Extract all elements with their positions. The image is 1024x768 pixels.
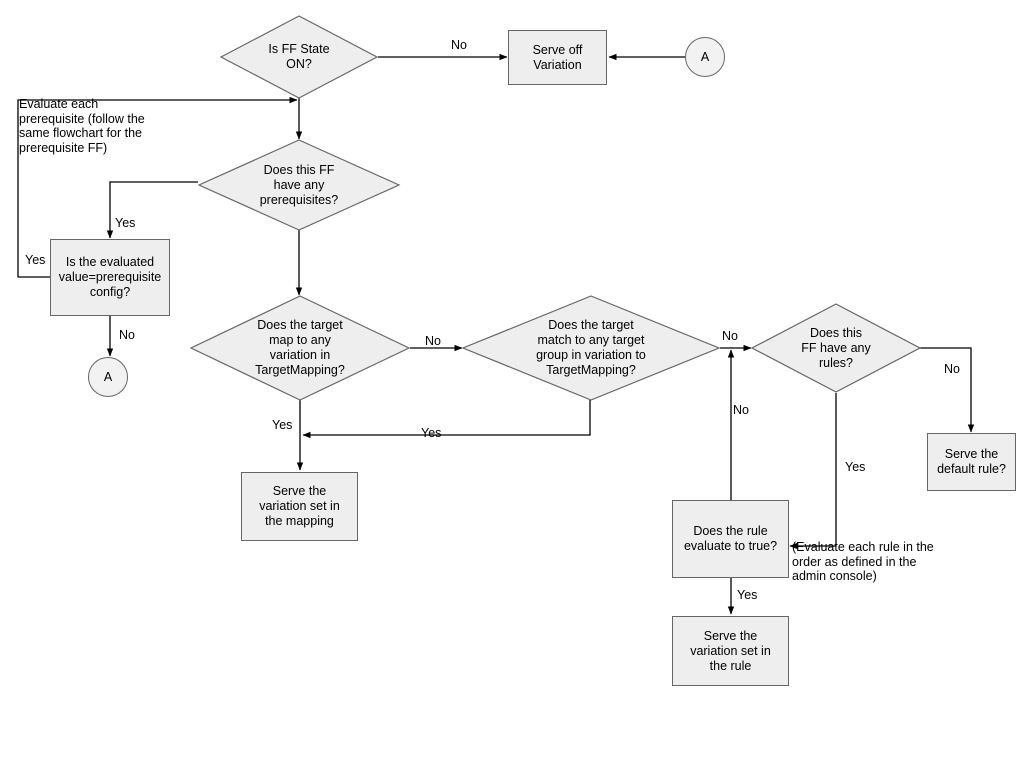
process-serve-variation-set-in-rule-label: Serve the variation set in the rule bbox=[690, 628, 771, 673]
process-serve-variation-set-in-mapping-label: Serve the variation set in the mapping bbox=[259, 484, 340, 528]
decision-target-map-to-variation[interactable]: Does the target map to any variation in … bbox=[189, 295, 411, 401]
process-serve-off-variation[interactable]: Serve off Variation bbox=[508, 30, 607, 85]
process-is-evaluated-value-prerequisite-config-label: Is the evaluated value=prerequisite conf… bbox=[58, 255, 162, 299]
diamond-shape bbox=[189, 295, 411, 401]
process-serve-variation-set-in-rule[interactable]: Serve the variation set in the rule bbox=[672, 616, 789, 686]
edge-label-targetgroup-yes: Yes bbox=[421, 426, 442, 440]
decision-target-map-to-variation-label: Does the target map to any variation in … bbox=[255, 318, 345, 377]
process-does-rule-evaluate-to-true[interactable]: Does the rule evaluate to true? bbox=[672, 500, 789, 578]
connector-a-top-label: A bbox=[700, 49, 710, 64]
edge-label-rule-false-no: No bbox=[733, 403, 749, 417]
diamond-shape bbox=[219, 15, 379, 99]
edge-label-targetmap-yes: Yes bbox=[272, 418, 293, 432]
decision-has-rules-label: Does this FF have any rules? bbox=[801, 325, 871, 370]
decision-target-group-match-label: Does the target match to any target grou… bbox=[536, 318, 646, 377]
diamond-shape bbox=[750, 303, 922, 393]
edge-rules-yes-to-ruletrue bbox=[789, 393, 837, 550]
edge-label-rules-yes: Yes bbox=[845, 460, 866, 474]
edge-label-ffstate-no: No bbox=[451, 38, 467, 52]
note-rule-order: (Evaluate each rule in the order as defi… bbox=[792, 540, 934, 583]
decision-has-prerequisites[interactable]: Does this FF have any prerequisites? bbox=[197, 139, 401, 231]
process-serve-default-rule[interactable]: Serve the default rule? bbox=[927, 433, 1016, 491]
decision-is-ff-state-on-label: Is FF State ON? bbox=[268, 42, 330, 71]
edge-label-rule-true-yes: Yes bbox=[737, 588, 758, 602]
edge-label-targetmap-no: No bbox=[425, 334, 441, 348]
note-prerequisite-evaluation: Evaluate each prerequisite (follow the s… bbox=[19, 97, 145, 155]
edge-targetgroup-yes-to-trunk bbox=[302, 400, 591, 439]
decision-is-ff-state-on[interactable]: Is FF State ON? bbox=[219, 15, 379, 99]
connector-a-bottom[interactable]: A bbox=[88, 357, 128, 397]
process-is-evaluated-value-prerequisite-config[interactable]: Is the evaluated value=prerequisite conf… bbox=[50, 239, 170, 316]
edge-label-targetgroup-no: No bbox=[722, 329, 738, 343]
decision-has-rules[interactable]: Does this FF have any rules? bbox=[750, 303, 922, 393]
edge-label-prereqs-yes: Yes bbox=[115, 216, 136, 230]
process-does-rule-evaluate-to-true-label: Does the rule evaluate to true? bbox=[683, 524, 778, 553]
edge-rules-no-to-servedefault bbox=[920, 347, 975, 433]
process-serve-off-variation-label: Serve off Variation bbox=[532, 42, 583, 72]
process-serve-variation-set-in-mapping[interactable]: Serve the variation set in the mapping bbox=[241, 472, 358, 541]
decision-target-group-match[interactable]: Does the target match to any target grou… bbox=[461, 295, 721, 401]
edge-label-evaluated-yes: Yes bbox=[25, 253, 46, 267]
diamond-shape bbox=[461, 295, 721, 401]
process-serve-default-rule-label: Serve the default rule? bbox=[937, 447, 1006, 476]
connector-a-top[interactable]: A bbox=[685, 37, 725, 77]
diamond-shape bbox=[197, 139, 401, 231]
decision-has-prerequisites-label: Does this FF have any prerequisites? bbox=[259, 162, 339, 207]
connector-a-bottom-label: A bbox=[103, 369, 113, 384]
edge-label-rules-no: No bbox=[944, 362, 960, 376]
edge-label-evaluated-no: No bbox=[119, 328, 135, 342]
